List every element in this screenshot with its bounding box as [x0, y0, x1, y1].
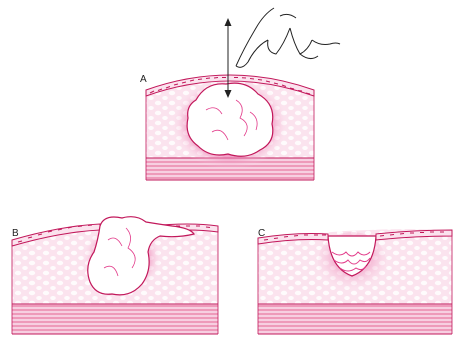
panel-b-label: B — [12, 228, 19, 239]
panel-b: B — [12, 217, 218, 334]
panel-c-muscle-layer — [258, 304, 452, 334]
panel-c: C — [258, 228, 452, 334]
panel-b-muscle-layer — [12, 304, 218, 334]
pointing-hand-icon — [236, 8, 340, 67]
panel-a-label: A — [140, 74, 147, 85]
panel-a: A — [140, 8, 340, 180]
